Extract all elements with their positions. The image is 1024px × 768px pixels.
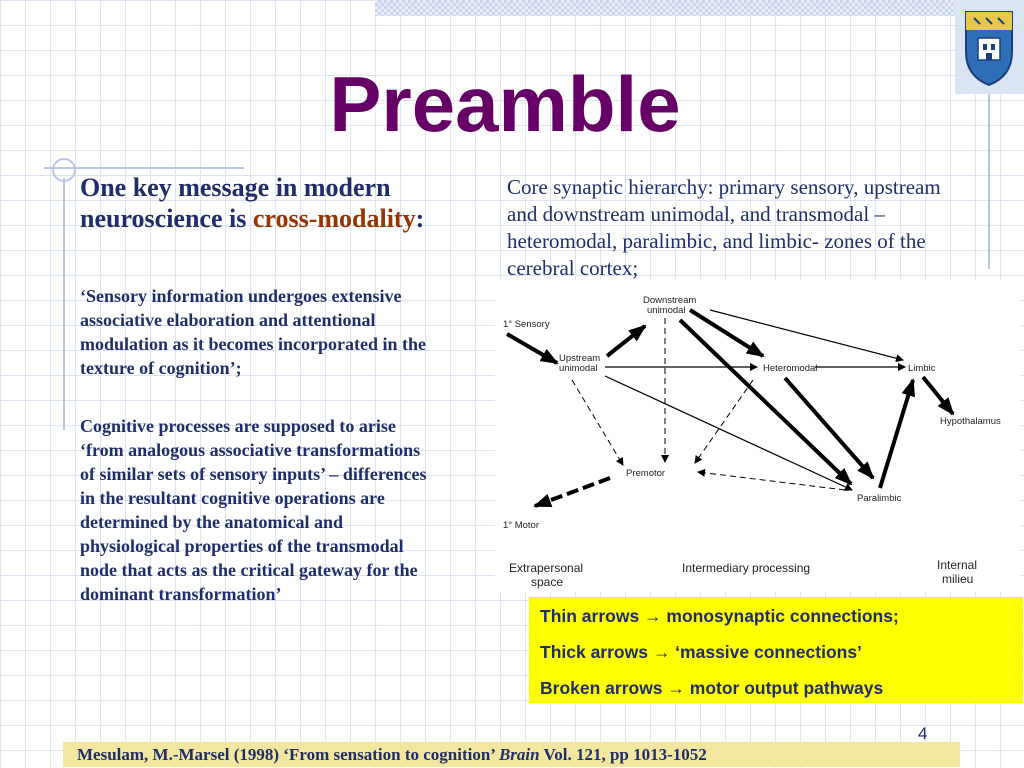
thick-arrow (605, 324, 647, 358)
thick-arrow (688, 308, 765, 358)
legend-thin-arrows: Thin arrows → monosynaptic connections; (540, 606, 899, 626)
citation-journal: Brain (498, 745, 540, 764)
legend-thick-arrows: Thick arrows → ‘massive connections’ (540, 642, 862, 662)
node-paralimbic: Paralimbic (857, 493, 902, 504)
thick-arrow (783, 376, 875, 480)
node-hypothalamus: Hypothalamus (940, 416, 1001, 427)
lead-accent: cross-modality (252, 204, 416, 233)
lead-colon: : (415, 204, 425, 233)
label-intermediary-processing: Intermediary processing (682, 561, 810, 575)
decorative-circle (52, 158, 76, 182)
decorative-line (63, 178, 65, 430)
broken-arrow (694, 379, 754, 464)
core-hierarchy-text: Core synaptic hierarchy: primary sensory… (507, 175, 941, 280)
node-upstream-unimodal: Upstream (559, 353, 600, 364)
label-internal-milieu: milieu (942, 572, 973, 586)
arrow-legend: Thin arrows → monosynaptic connections; … (529, 597, 1023, 703)
node-heteromodal: Heteromodal (763, 363, 817, 374)
node-downstream-unimodal: unimodal (647, 305, 686, 316)
node-limbic: Limbic (908, 363, 936, 374)
thick-arrow (505, 332, 559, 365)
broken-arrow-thick (533, 476, 611, 508)
node-upstream-unimodal: unimodal (559, 363, 598, 374)
thick-arrow (678, 318, 853, 486)
citation-text: Mesulam, M.-Marsel (1998) ‘From sensatio… (77, 745, 499, 764)
citation-bar: Mesulam, M.-Marsel (1998) ‘From sensatio… (63, 742, 960, 767)
broken-arrow (571, 379, 624, 466)
thick-arrow (921, 375, 955, 416)
label-extrapersonal-space: Extrapersonal (509, 561, 583, 575)
thin-arrow (709, 309, 904, 363)
lead-statement: One key message in modern neuroscience i… (80, 172, 460, 234)
node-primary-motor: 1° Motor (503, 520, 539, 531)
slide-title: Preamble (329, 60, 681, 148)
diagram-svg: 1° Sensory Downstream unimodal Upstream … (503, 295, 1001, 589)
page-number: 4 (918, 724, 928, 743)
citation-details: Vol. 121, pp 1013-1052 (539, 745, 707, 764)
label-internal-milieu: Internal (937, 558, 977, 572)
university-crest-icon (965, 11, 1013, 87)
node-primary-sensory: 1° Sensory (503, 319, 550, 330)
node-premotor: Premotor (626, 468, 665, 479)
legend-broken-arrows: Broken arrows → motor output pathways (540, 678, 884, 698)
top-decorative-band (375, 0, 1024, 16)
quote-paragraph-2: Cognitive processes are supposed to aris… (80, 416, 427, 604)
thin-arrow (604, 375, 853, 491)
node-downstream-unimodal: Downstream (643, 295, 696, 306)
thick-arrow (878, 378, 916, 489)
label-extrapersonal-space: space (531, 575, 563, 589)
lead-text: One key message in modern neuroscience i… (80, 173, 391, 233)
decorative-line (44, 167, 244, 169)
decorative-line (988, 94, 990, 269)
synaptic-hierarchy-diagram: 1° Sensory Downstream unimodal Upstream … (495, 280, 1020, 592)
broken-arrow (697, 468, 846, 491)
quote-paragraph-1: ‘Sensory information undergoes extensive… (80, 286, 426, 378)
